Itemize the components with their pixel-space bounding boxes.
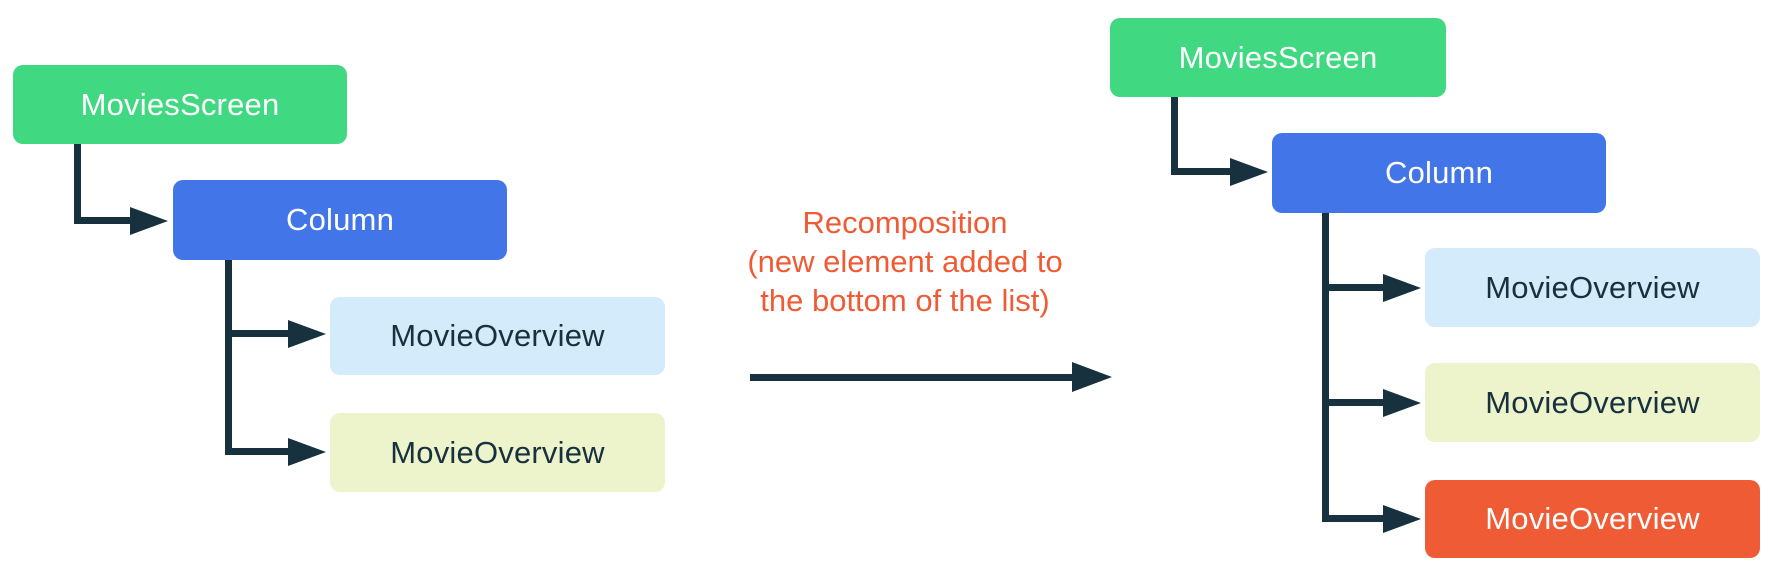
annotation-line-2: (new element added to [747, 244, 1063, 279]
after-node-movieoverview-2: MovieOverview [1425, 363, 1760, 442]
arrowhead-icon [288, 319, 326, 348]
after-node-moviesscreen: MoviesScreen [1110, 18, 1446, 97]
connector-line [1322, 399, 1383, 406]
connector-line [74, 144, 81, 224]
arrowhead-icon [1383, 388, 1421, 417]
arrowhead-icon [130, 206, 168, 235]
before-node-movieoverview-2: MovieOverview [330, 413, 665, 492]
after-node-column: Column [1272, 133, 1606, 213]
connector-line [225, 448, 288, 455]
connector-line [225, 260, 232, 455]
arrowhead-icon [1383, 504, 1421, 533]
arrowhead-icon [1230, 157, 1268, 186]
transition-arrow-line [750, 374, 1072, 381]
recomposition-annotation: Recomposition (new element added to the … [655, 203, 1155, 320]
arrowhead-icon [1383, 273, 1421, 302]
connector-line [1322, 284, 1383, 291]
connector-line [74, 217, 130, 224]
connector-line [1322, 515, 1383, 522]
connector-line [1171, 168, 1230, 175]
transition-arrowhead-icon [1072, 362, 1112, 392]
after-node-movieoverview-new: MovieOverview [1425, 480, 1760, 558]
annotation-line-1: Recomposition [802, 205, 1008, 240]
connector-line [1171, 97, 1178, 175]
before-node-column: Column [173, 180, 507, 260]
before-node-moviesscreen: MoviesScreen [13, 65, 347, 144]
arrowhead-icon [288, 437, 326, 466]
annotation-line-3: the bottom of the list) [760, 283, 1050, 318]
connector-line [225, 330, 288, 337]
connector-line [1322, 213, 1329, 519]
before-node-movieoverview-1: MovieOverview [330, 297, 665, 375]
after-node-movieoverview-1: MovieOverview [1425, 248, 1760, 327]
